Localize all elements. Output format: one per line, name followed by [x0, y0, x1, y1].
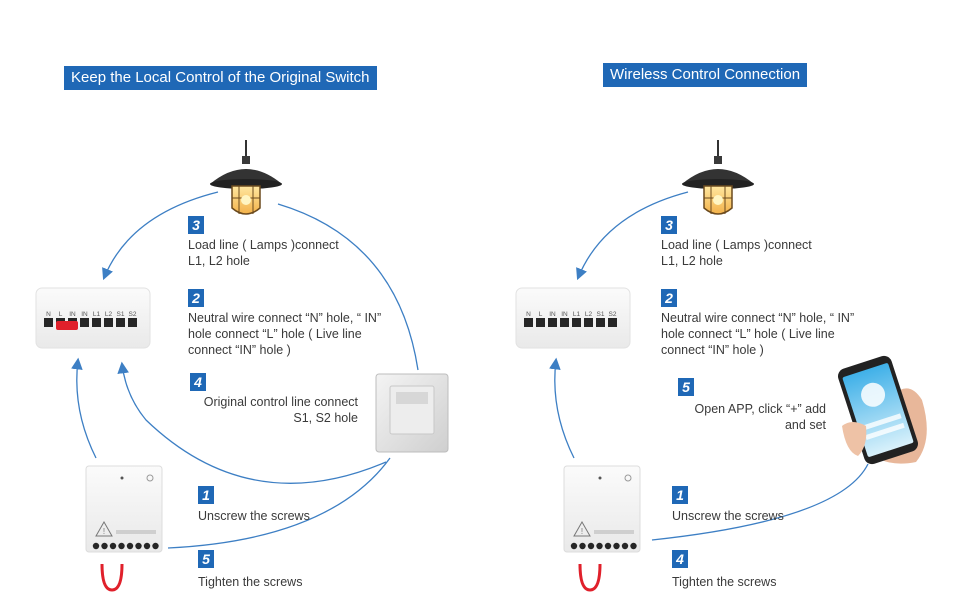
left-step-5-text: Tighten the screws [198, 575, 303, 589]
left-terminal-label: N [46, 311, 51, 318]
left-step-2-text: Neutral wire connect “N” hole, “ IN”hole… [188, 311, 382, 357]
right-lamp-icon [681, 139, 755, 215]
left-terminal-label: IN [81, 311, 88, 318]
right-device-icon [563, 465, 641, 592]
left-step-1-number: 1 [198, 486, 214, 504]
right-terminal-label: IN [549, 311, 556, 318]
right-terminal-label: IN [561, 311, 568, 318]
right-terminal-label: N [526, 311, 531, 318]
arrow-switch-to-lamp [277, 203, 419, 371]
left-step-5-number: 5 [198, 550, 214, 568]
arrow-phone-to-device [651, 463, 869, 541]
right-step-4-text: Tighten the screws [672, 575, 777, 589]
right-step-4-number: 4 [672, 550, 688, 568]
left-terminal-label: S2 [129, 311, 137, 318]
smartphone-hand-icon [838, 355, 927, 465]
right-terminal-label: L1 [573, 311, 581, 318]
wall-switch-icon [375, 373, 449, 453]
left-step-4-number: 4 [190, 373, 206, 391]
right-step-2-text: Neutral wire connect “N” hole, “ IN”hole… [661, 311, 855, 357]
left-step-2-number: 2 [188, 289, 204, 307]
left-lamp-icon [209, 139, 283, 215]
left-relay-module-icon [35, 287, 151, 349]
left-terminal-label: L1 [93, 311, 101, 318]
arrow-lamp-to-module [102, 191, 219, 281]
arrow-switch-to-module [117, 361, 387, 484]
left-terminal-label: S1 [117, 311, 125, 318]
right-step-2-number: 2 [661, 289, 677, 307]
right-step-5-number: 5 [678, 378, 694, 396]
right-terminal-label: S1 [597, 311, 605, 318]
right-terminal-label: L2 [585, 311, 593, 318]
right-panel-title: Wireless Control Connection [603, 63, 808, 87]
left-terminal-label: IN [69, 311, 76, 318]
arrow-switch-to-device [167, 457, 391, 549]
left-device-icon [85, 465, 163, 592]
right-terminal-label: L [539, 311, 543, 318]
right-relay-module-icon [515, 287, 631, 349]
right-step-3-number: 3 [661, 216, 677, 234]
right-step-1-number: 1 [672, 486, 688, 504]
left-step-1-text: Unscrew the screws [198, 509, 310, 523]
right-terminal-label: S2 [609, 311, 617, 318]
left-step-3-number: 3 [188, 216, 204, 234]
arrow-device-to-module-right [549, 357, 575, 459]
arrow-lamp-to-module-right [576, 191, 689, 281]
left-terminal-label: L [59, 311, 63, 318]
right-step-1-text: Unscrew the screws [672, 509, 784, 523]
arrow-device-to-module [71, 357, 97, 459]
left-terminal-label: L2 [105, 311, 113, 318]
left-panel-title: Keep the Local Control of the Original S… [64, 66, 377, 90]
